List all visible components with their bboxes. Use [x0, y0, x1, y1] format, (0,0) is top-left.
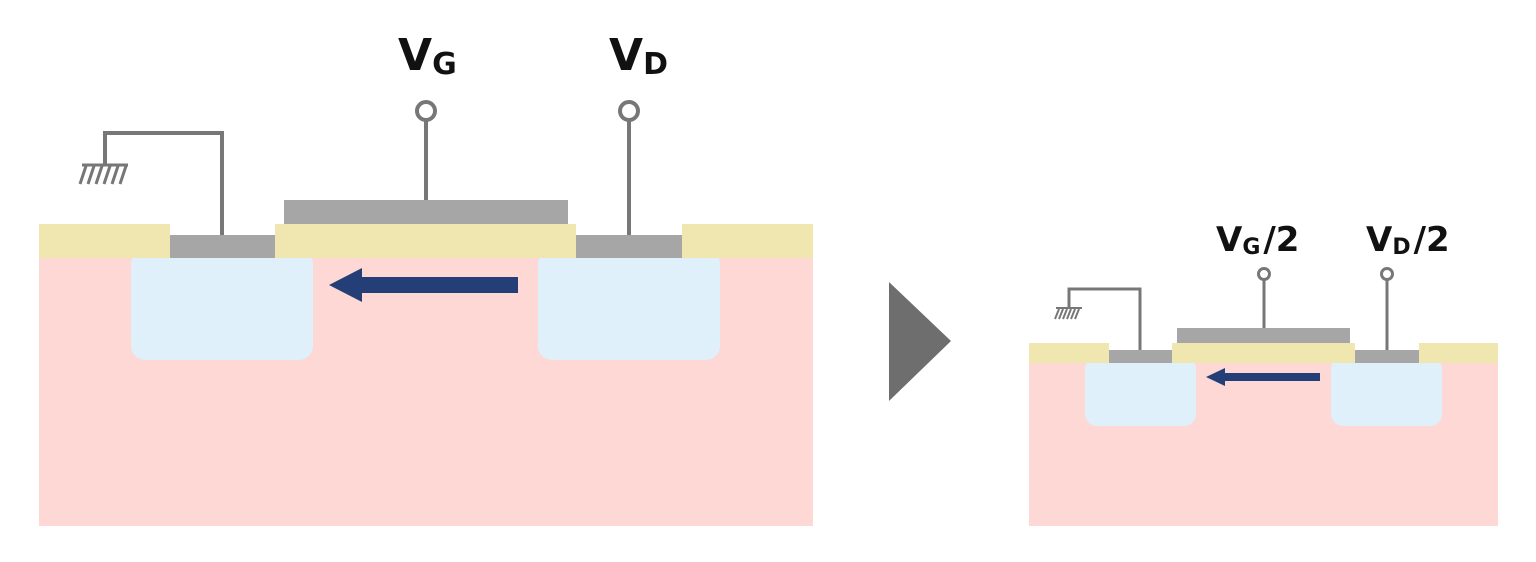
oxide-layer-right: [1419, 343, 1498, 363]
drain-terminal-icon: [618, 100, 640, 122]
gate-oxide: [1172, 343, 1355, 363]
gate-electrode: [284, 200, 568, 224]
gate-terminal-icon: [415, 100, 437, 122]
mosfet-large: VG VD: [39, 30, 813, 526]
oxide-layer-left: [1029, 343, 1109, 363]
source-well: [131, 250, 313, 360]
source-wire: [1067, 287, 1142, 350]
electron-flow-arrow: [1206, 368, 1320, 386]
drain-well: [1331, 357, 1442, 426]
oxide-layer-right: [682, 224, 813, 258]
gate-electrode: [1177, 328, 1350, 343]
gate-oxide: [275, 224, 576, 258]
ground-icon: [78, 163, 128, 185]
source-contact: [1109, 350, 1172, 363]
drain-contact: [576, 235, 682, 258]
source-contact: [170, 235, 275, 258]
gate-voltage-label: VG/2: [1216, 220, 1299, 260]
drain-well: [538, 250, 720, 360]
gate-terminal-icon: [1257, 267, 1271, 281]
electron-flow-arrow: [329, 268, 518, 302]
gate-voltage-label: VG: [398, 30, 457, 82]
drain-terminal-icon: [1380, 267, 1394, 281]
source-well: [1085, 357, 1196, 426]
drain-voltage-label: VD: [609, 30, 668, 82]
drain-contact: [1355, 350, 1419, 363]
mosfet-scaled: VG/2 VD/2: [1029, 220, 1498, 526]
triangle-right-icon: [889, 282, 951, 401]
drain-voltage-label: VD/2: [1366, 220, 1450, 260]
ground-icon: [1054, 307, 1082, 320]
source-wire: [103, 131, 224, 235]
oxide-layer-left: [39, 224, 170, 258]
